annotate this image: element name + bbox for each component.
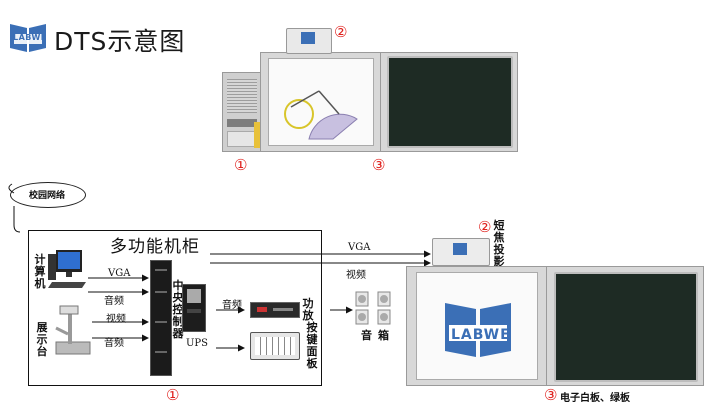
central-controller-label: 中央控制器: [172, 279, 184, 340]
keypad-panel-icon: [250, 332, 300, 360]
label-camera-video: 视频: [106, 314, 126, 325]
central-controller-icon: [150, 260, 172, 376]
bottom-greenboard: [554, 272, 698, 382]
marker-3-bottom: ③: [544, 386, 558, 404]
label-computer-vga: VGA: [108, 268, 131, 279]
keypad-panel-label: 按键面板: [306, 321, 318, 370]
label-vga: VGA: [348, 242, 371, 253]
board-logo-icon: [445, 303, 511, 357]
ups-icon: [182, 284, 206, 332]
amplifier-label: 功放: [302, 297, 314, 322]
speakers-label: 音箱: [361, 329, 395, 342]
page-title: DTS示意图: [54, 27, 186, 56]
label-computer-audio: 音频: [104, 296, 124, 307]
campus-network-label: 校园网络: [29, 191, 66, 201]
computer-label: 计算机: [34, 253, 46, 290]
document-camera-icon: [52, 304, 92, 356]
document-camera-label: 展示台: [36, 321, 48, 358]
bottom-projector: [432, 238, 490, 266]
geometry-tools-icon: [284, 90, 358, 140]
top-projector: [286, 28, 332, 54]
top-whiteboard: [268, 58, 374, 146]
label-camera-audio: 音频: [104, 338, 124, 349]
marker-2-top: ②: [334, 23, 348, 41]
multifunction-cabinet: [28, 230, 322, 386]
cabinet-title: 多功能机柜: [110, 237, 200, 257]
top-greenboard: [387, 56, 513, 148]
label-to-amp-audio: 音频: [222, 300, 242, 311]
marker-1-top: ①: [234, 156, 248, 174]
logo-text: LABWE: [13, 33, 47, 42]
marker-2-bottom: ②: [478, 218, 492, 236]
labwe-logo-icon: [10, 24, 46, 52]
ups-label: UPS: [186, 338, 209, 349]
marker-3-top: ③: [372, 156, 386, 174]
speakers-icon: [354, 290, 400, 326]
bottom-whiteboard: LABWE: [416, 272, 538, 380]
logo: LABWE: [8, 20, 48, 54]
amplifier-icon: [250, 302, 300, 318]
board-logo-text: LABWE: [451, 327, 511, 343]
campus-network-bubble: [10, 182, 86, 208]
computer-icon: [46, 248, 90, 290]
board-label: 电子白板、绿板: [560, 393, 630, 404]
marker-1-bottom: ①: [166, 386, 180, 404]
cabinet-accent: [254, 122, 260, 148]
label-video: 视频: [346, 270, 366, 281]
